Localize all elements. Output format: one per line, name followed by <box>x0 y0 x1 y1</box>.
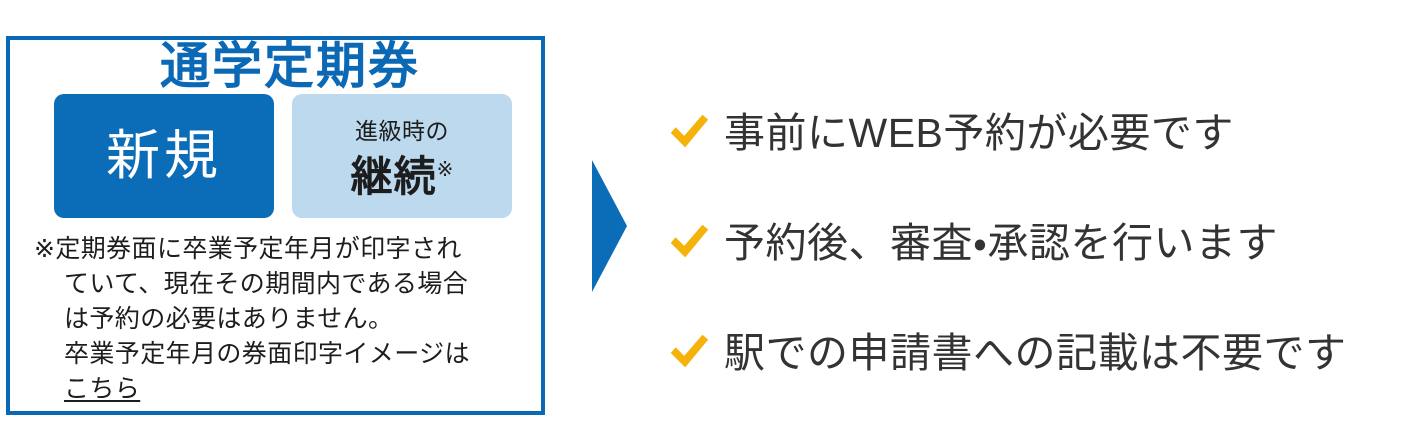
badge-row: 新規 進級時の 継続※ <box>54 94 512 218</box>
check-icon <box>670 114 709 148</box>
badge-new-label: 新規 <box>106 126 222 186</box>
footnote-block: ※定期券面に卒業予定年月が印字され ていて、現在その期間内である場合 は予約の必… <box>34 232 528 407</box>
badge-continue-footnote-mark: ※ <box>436 159 454 181</box>
commuter-pass-panel: 通学定期券 新規 進級時の 継続※ ※定期券面に卒業予定年月が印字され ていて、… <box>6 36 545 415</box>
footnote-link-kochira[interactable]: こちら <box>64 375 141 403</box>
checklist-item-label: 事前にWEB予約が必要です <box>724 110 1234 156</box>
footnote-link-line: こちら <box>34 372 528 407</box>
checklist-item-label: 予約後、審査・承認を行います <box>724 220 1278 266</box>
footnote-line: は予約の必要はありません。 <box>64 305 394 333</box>
badge-new[interactable]: 新規 <box>54 94 274 218</box>
checklist-item-label: 駅での申請書への記載は不要です <box>724 330 1347 376</box>
right-triangle-arrow-icon <box>592 160 627 292</box>
badge-continue-sublabel: 進級時の <box>355 118 449 144</box>
footnote-line: ていて、現在その期間内である場合 <box>64 270 469 298</box>
check-icon <box>670 334 709 368</box>
list-item: 予約後、審査・承認を行います <box>666 188 1414 298</box>
footnote-line: 卒業予定年月の券面印字イメージは <box>64 340 470 368</box>
check-icon <box>670 224 709 258</box>
badge-continue-label: 継続 <box>350 153 437 200</box>
requirements-checklist: 事前にWEB予約が必要です 予約後、審査・承認を行います 駅での申請書への記載は… <box>666 78 1414 408</box>
footnote-line: ※定期券面に卒業予定年月が印字され <box>34 235 462 263</box>
page-title: 通学定期券 <box>160 38 420 94</box>
list-item: 事前にWEB予約が必要です <box>666 78 1414 188</box>
badge-continue-label-wrap: 継続※ <box>351 146 454 201</box>
panel-title-border-gap <box>106 68 472 86</box>
list-item: 駅での申請書への記載は不要です <box>666 298 1414 408</box>
badge-continue[interactable]: 進級時の 継続※ <box>292 94 512 218</box>
